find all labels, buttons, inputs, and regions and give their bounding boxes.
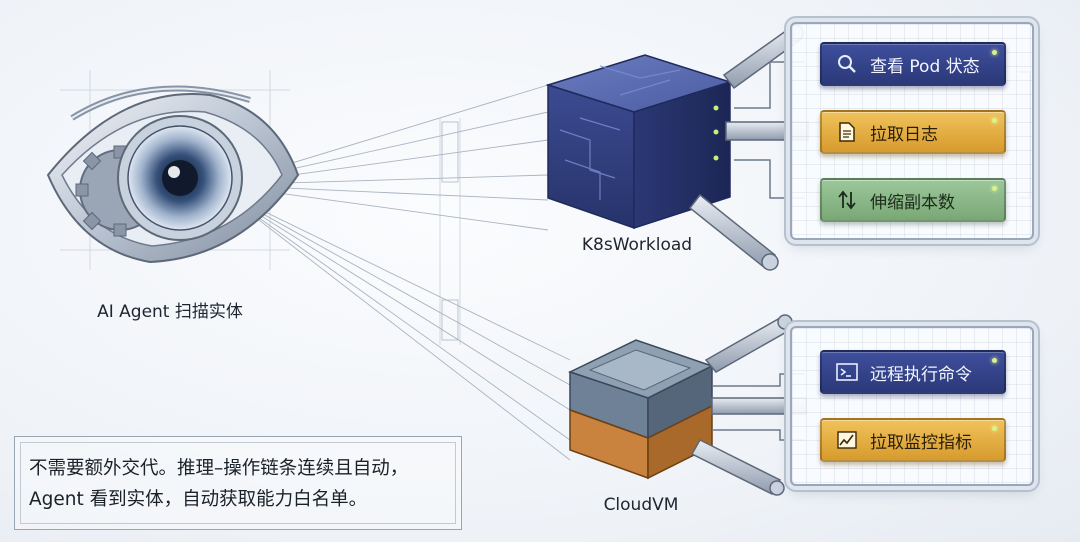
scale-replicas-button[interactable]: 伸缩副本数 (820, 178, 1006, 222)
status-led (992, 186, 997, 191)
remote-exec-label: 远程执行命令 (870, 364, 972, 385)
chart-icon (836, 429, 858, 451)
vm-capability-panel: 远程执行命令 拉取监控指标 (790, 326, 1034, 486)
view-pod-status-label: 查看 Pod 状态 (870, 56, 980, 77)
pull-logs-button[interactable]: 拉取日志 (820, 110, 1006, 154)
pull-logs-label: 拉取日志 (870, 124, 938, 145)
document-icon (836, 121, 858, 143)
eye-icon (46, 85, 300, 264)
pull-metrics-label: 拉取监控指标 (870, 432, 972, 453)
server-block-icon (568, 339, 714, 480)
eye-label: AI Agent 扫描实体 (97, 302, 243, 322)
caption-line-1: 不需要额外交代。推理–操作链条连续且自动， (29, 458, 409, 479)
terminal-icon (836, 361, 858, 383)
caption-box: 不需要额外交代。推理–操作链条连续且自动， Agent 看到实体，自动获取能力白… (14, 436, 462, 530)
search-icon (836, 53, 858, 75)
view-pod-status-button[interactable]: 查看 Pod 状态 (820, 42, 1006, 86)
caption-line-2: Agent 看到实体，自动获取能力白名单。 (29, 489, 368, 510)
cube-icon (545, 54, 733, 230)
k8s-capability-panel: 查看 Pod 状态 拉取日志 伸缩副本数 (790, 22, 1034, 240)
status-led (992, 426, 997, 431)
up-down-arrows-icon (836, 189, 858, 211)
status-led (992, 50, 997, 55)
pull-metrics-button[interactable]: 拉取监控指标 (820, 418, 1006, 462)
k8s-label: K8sWorkload (582, 235, 692, 255)
scale-replicas-label: 伸缩副本数 (870, 192, 955, 213)
cloudvm-label: CloudVM (604, 495, 679, 515)
status-led (992, 358, 997, 363)
status-led (992, 118, 997, 123)
remote-exec-button[interactable]: 远程执行命令 (820, 350, 1006, 394)
